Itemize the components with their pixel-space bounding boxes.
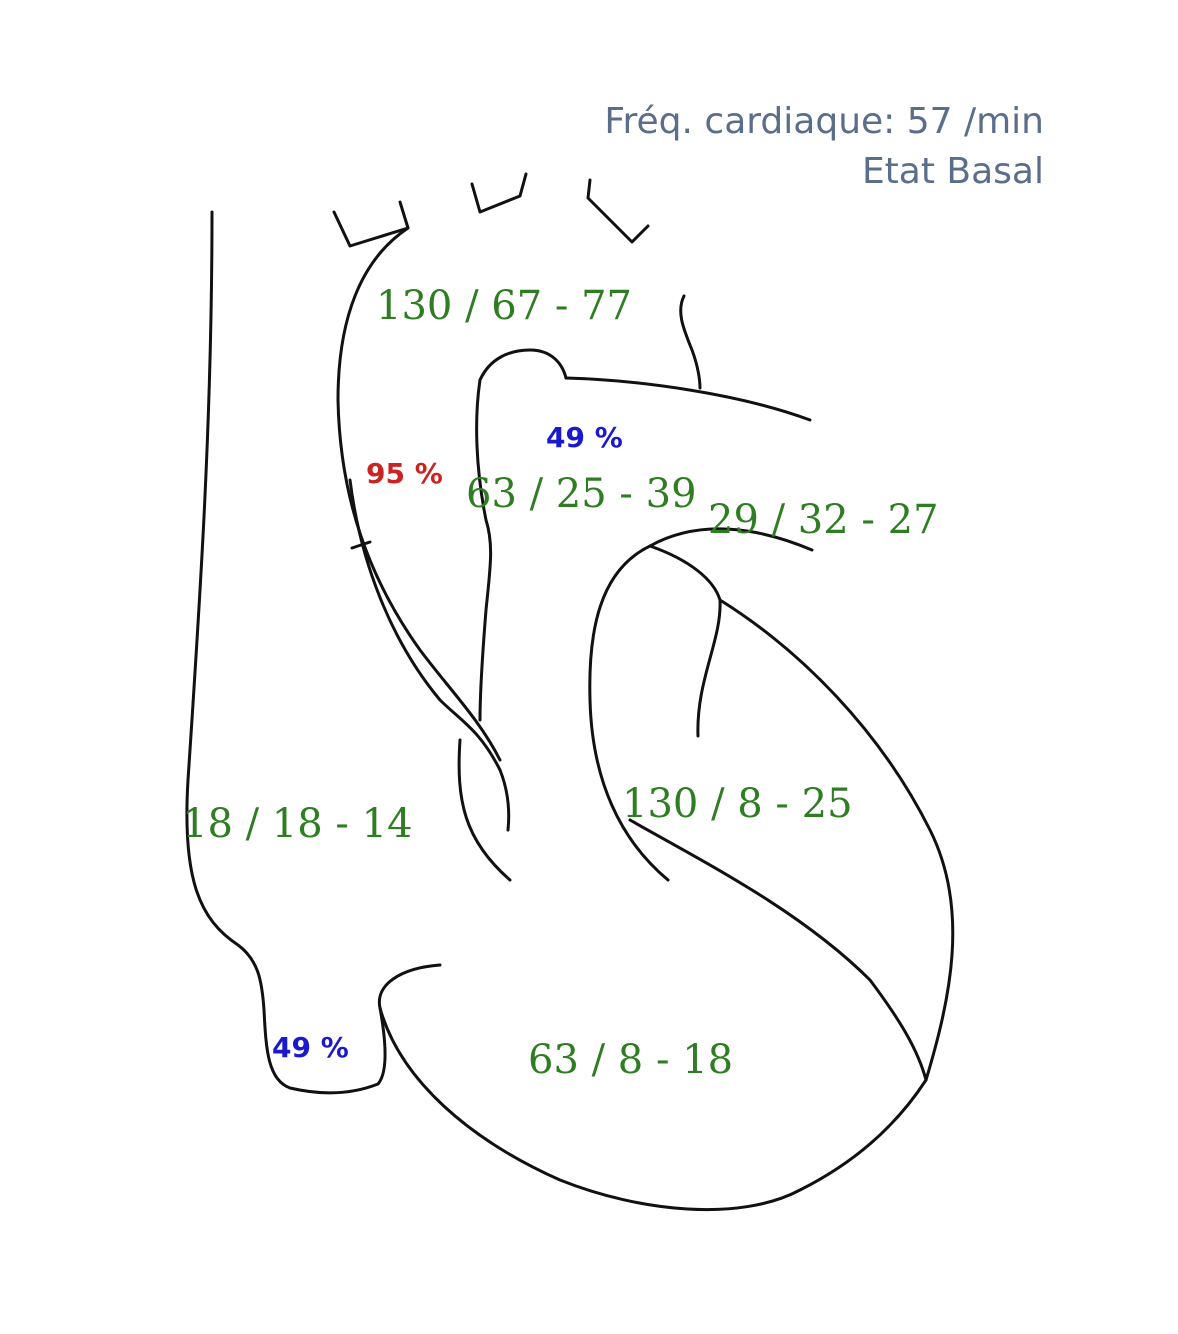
pulmonary-artery-arch (478, 348, 568, 382)
vena-cava-wall (185, 210, 442, 1095)
left-atrium-top (648, 527, 814, 552)
pulmonary-artery-left-wall (679, 294, 702, 390)
mitral-leaflet (648, 544, 722, 738)
septum-wall-inner (498, 768, 511, 832)
aorta-saturation: 95 % (366, 457, 443, 490)
aorta-pressure: 130 / 67 - 77 (376, 283, 632, 329)
left-ventricle-wall (718, 598, 955, 1082)
aortic-branch-1 (332, 200, 410, 248)
right-atrium-pressure: 18 / 18 - 14 (182, 801, 413, 847)
vena-cava-saturation: 49 % (272, 1031, 349, 1064)
aorta-tick (350, 540, 372, 550)
left-atrium-wall (588, 544, 670, 882)
septum-wall (457, 738, 512, 882)
heart-rate-label: Fréq. cardiaque: 57 /min (604, 101, 1044, 142)
right-ventricle-pressure: 63 / 8 - 18 (528, 1037, 734, 1083)
aortic-branch-2 (470, 172, 528, 214)
pulmonary-trunk (475, 378, 493, 722)
state-label: Etat Basal (861, 151, 1044, 192)
interventricular-septum (628, 818, 928, 1082)
pulmonary-artery-pressure: 63 / 25 - 39 (466, 471, 697, 517)
left-ventricle-pressure: 130 / 8 - 25 (622, 781, 853, 827)
left-atrium-pressure: 29 / 32 - 27 (708, 497, 939, 543)
right-ventricle-wall (378, 1006, 928, 1212)
pulmonary-artery-right-branch (564, 376, 812, 422)
pulmonary-artery-saturation: 49 % (546, 421, 623, 454)
aorta-inner-wall (348, 478, 502, 772)
aortic-branch-3 (586, 178, 650, 244)
